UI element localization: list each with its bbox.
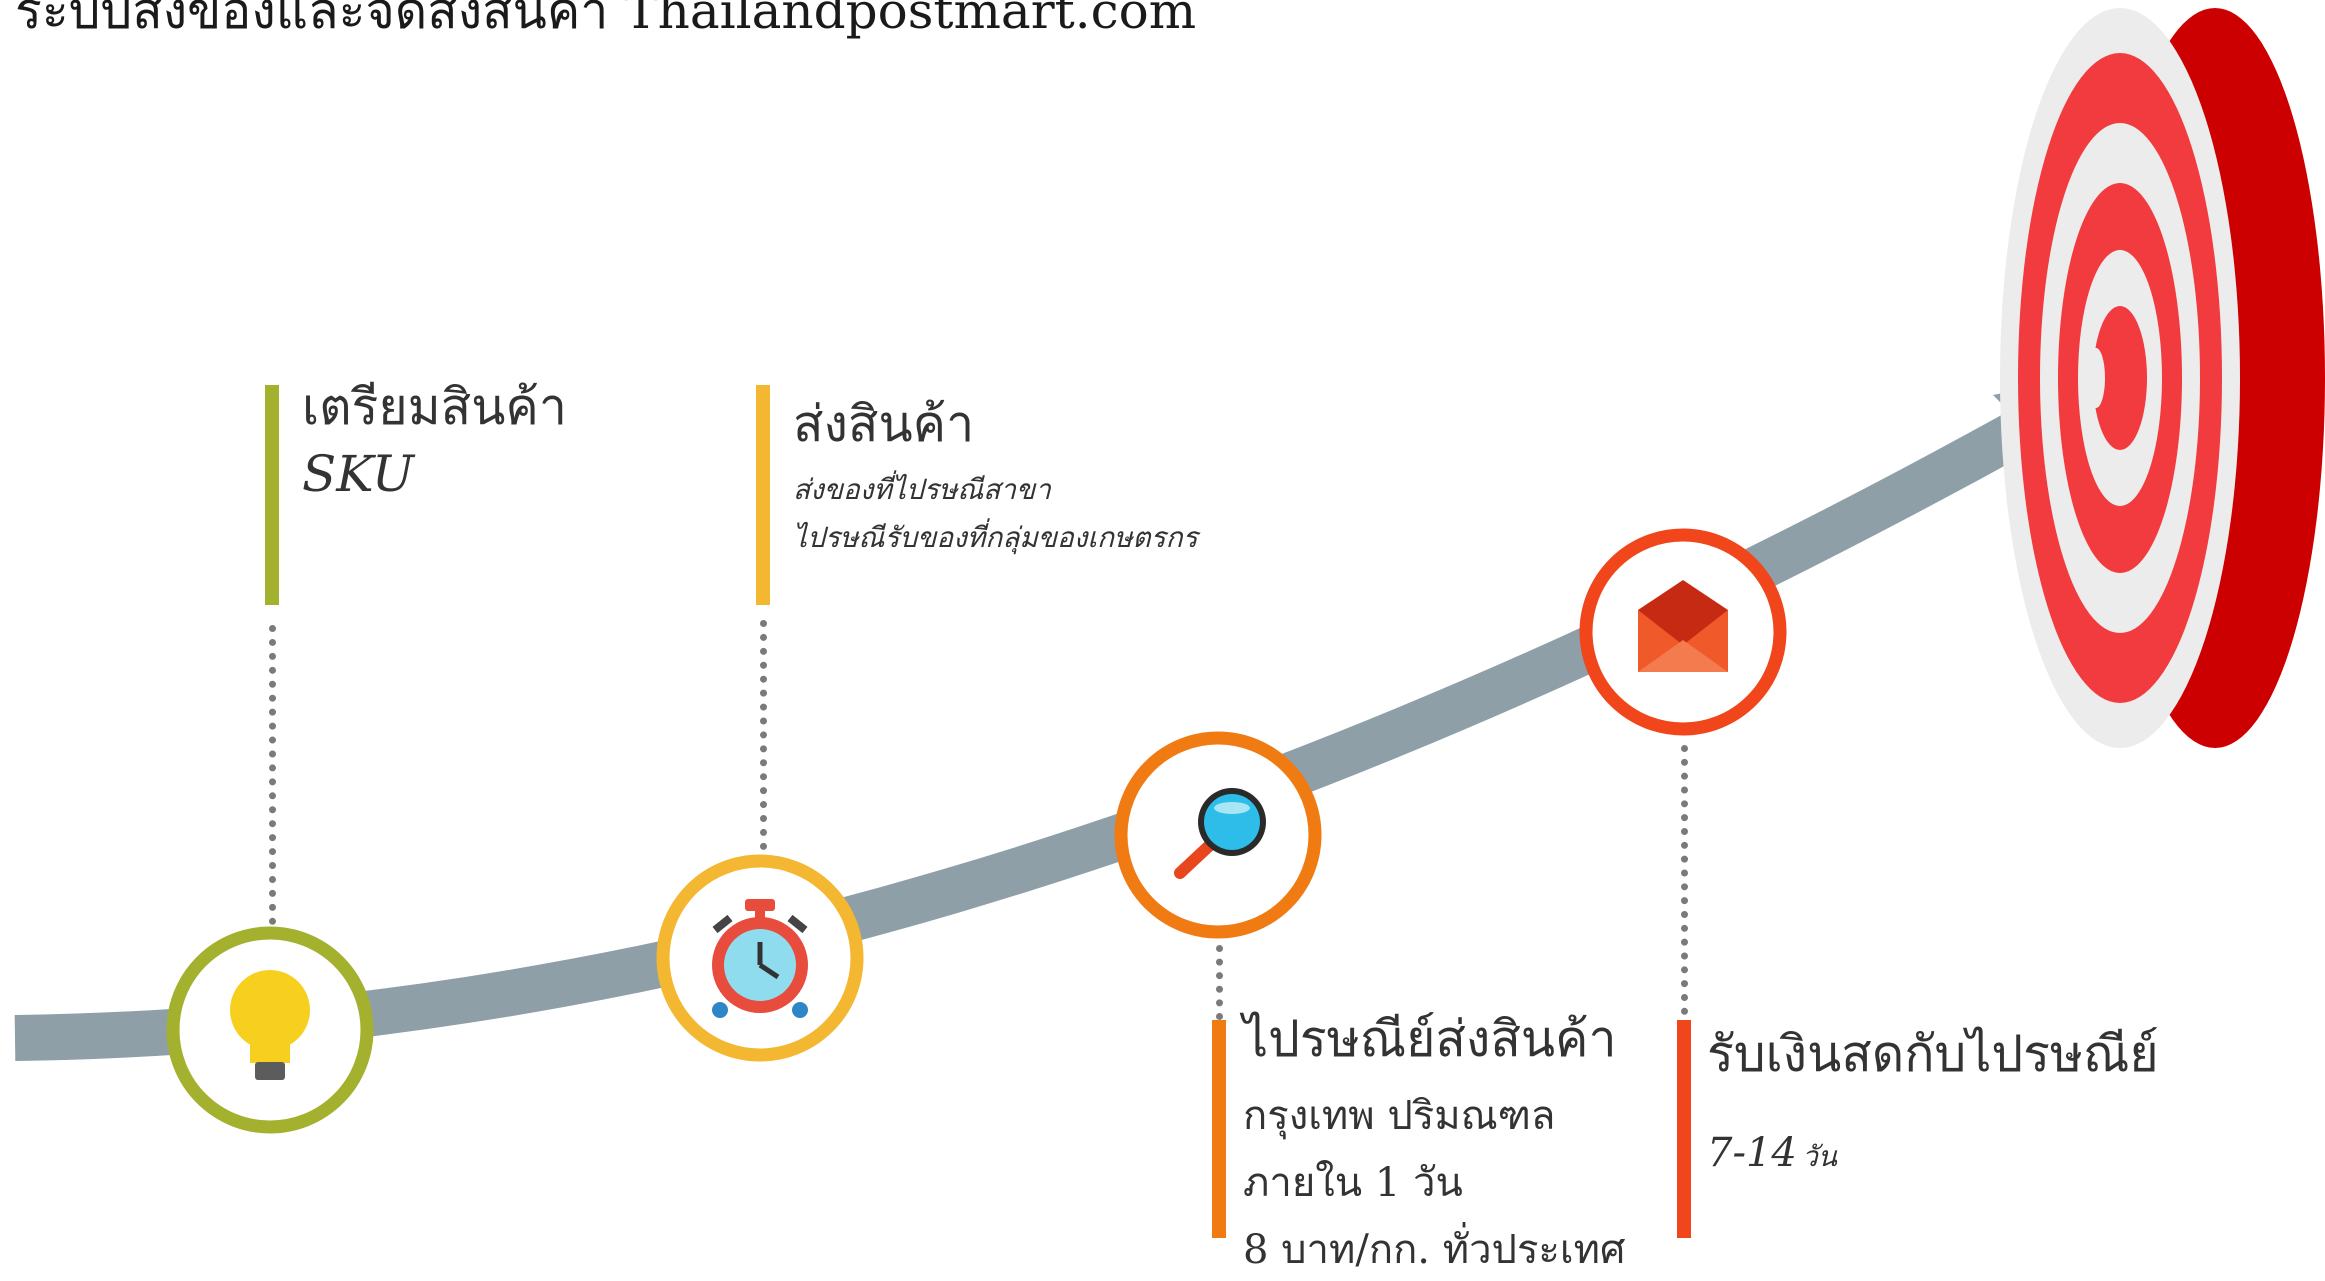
step-1-title: เตรียมสินค้า — [302, 378, 567, 436]
envelope-icon — [1638, 580, 1728, 672]
step-3-circle — [1114, 731, 1322, 939]
step-2-line-2: ไปรษณีรับของที่กลุ่มของเกษตรกร — [793, 521, 1198, 554]
step-2-accent-bar — [756, 385, 770, 605]
page-title: ระบบสั่งของและจัดส่งสินค้า Thailandpostm… — [15, 0, 1197, 40]
step-3-connector — [1216, 945, 1223, 1020]
step-3-accent-bar — [1212, 1020, 1226, 1238]
step-2-line-1: ส่งของที่ไปรษณีสาขา — [793, 473, 1051, 506]
step-3-line-2: ภายใน 1 วัน — [1243, 1160, 1463, 1206]
step-3-title: ไปรษณีย์ส่งสินค้า — [1243, 1010, 1617, 1068]
step-2-circle — [656, 854, 864, 1062]
step-3-line-3: 8 บาท/กก. ทั่วประเทศ — [1243, 1227, 1626, 1273]
step-3-line-1: กรุงเทพ ปริมณฑล — [1243, 1093, 1556, 1139]
step-4-duration: 7-14 วัน — [1707, 1130, 1837, 1179]
magnifier-icon — [1174, 788, 1266, 879]
step-1-connector — [269, 625, 276, 925]
step-4-unit: วัน — [1801, 1140, 1837, 1173]
alarm-clock-icon — [712, 899, 808, 1018]
step-2-connector — [760, 620, 767, 850]
target-icon — [2000, 8, 2325, 748]
step-1-circle — [166, 926, 374, 1134]
step-1-subtitle: SKU — [302, 445, 414, 503]
step-2-title: ส่งสินค้า — [793, 395, 975, 453]
step-4-title: รับเงินสดกับไปรษณีย์ — [1707, 1025, 2159, 1083]
step-1-accent-bar — [265, 385, 279, 605]
step-4-range: 7-14 — [1707, 1130, 1797, 1176]
step-4-connector — [1681, 745, 1688, 1015]
step-4-accent-bar — [1677, 1020, 1691, 1238]
step-4-circle — [1579, 528, 1787, 736]
lightbulb-icon — [230, 970, 310, 1080]
